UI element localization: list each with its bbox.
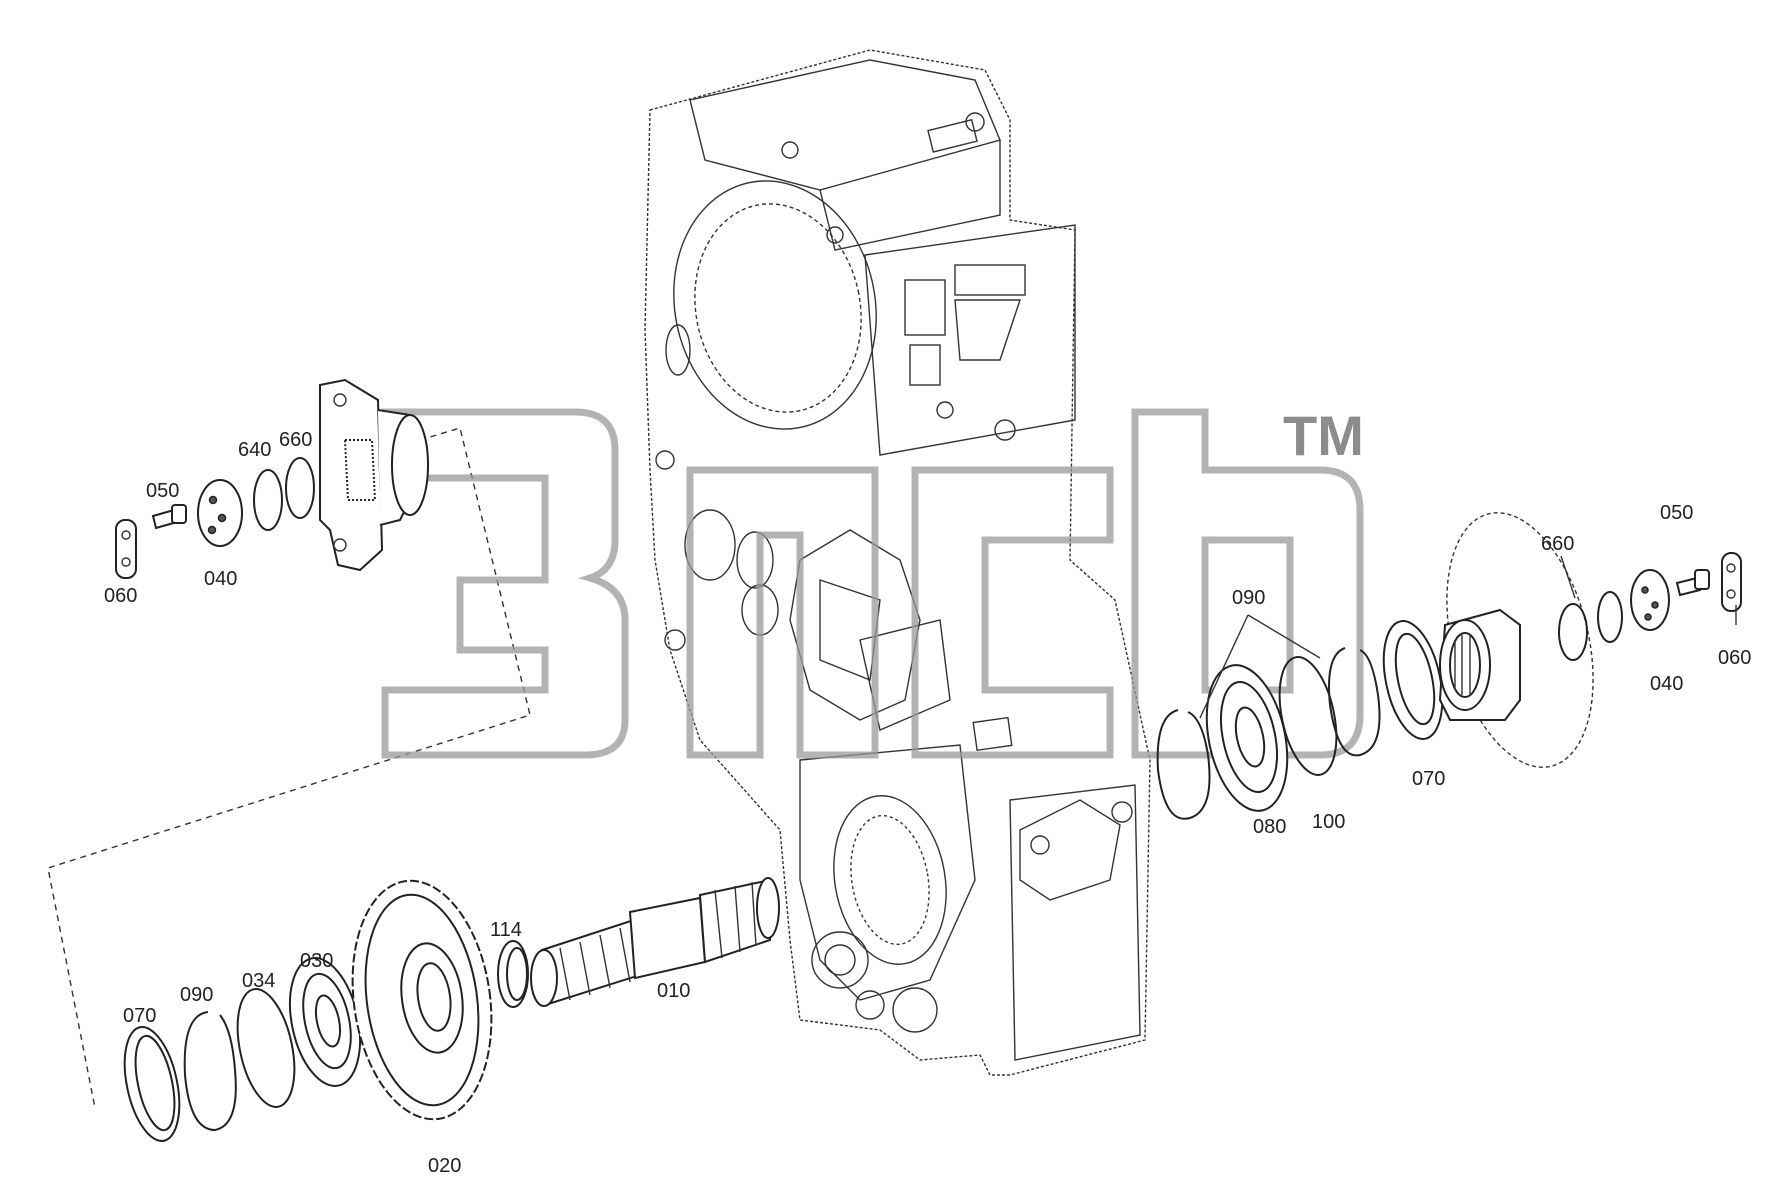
- callout-040-left: 040: [204, 568, 237, 590]
- shim-034: [236, 988, 296, 1108]
- seal-070-left: [123, 1026, 181, 1142]
- callout-060-left: 060: [104, 585, 137, 607]
- callout-660-left: 660: [279, 429, 312, 451]
- callout-010: 010: [657, 980, 690, 1002]
- watermark-logo: TM: [381, 404, 1364, 759]
- leader-lines: [1199, 555, 1737, 719]
- snap-ring-090-left: [183, 1011, 237, 1132]
- assembly-guide-lines: [47, 427, 531, 1109]
- callout-034: 034: [242, 970, 275, 992]
- bolt-050-right: [1675, 569, 1710, 597]
- shim-100: [1278, 656, 1338, 776]
- callout-030: 030: [300, 950, 333, 972]
- callout-070-left: 070: [123, 1005, 156, 1027]
- callout-080: 080: [1253, 816, 1286, 838]
- callout-060-right: 060: [1718, 647, 1751, 669]
- callout-020: 020: [428, 1155, 461, 1177]
- output-flange-right: [1438, 512, 1594, 768]
- trademark-label: TM: [1283, 404, 1364, 467]
- o-ring-660: [285, 457, 315, 519]
- seal-070-right: [1382, 620, 1444, 740]
- output-flange-left: [319, 378, 429, 572]
- washer-040-right: [1630, 569, 1670, 631]
- shaft-010: [530, 877, 780, 1007]
- callout-050-left: 050: [146, 480, 179, 502]
- callout-070-right: 070: [1412, 768, 1445, 790]
- callout-040-right: 040: [1650, 673, 1683, 695]
- o-ring-660-right: [1558, 603, 1588, 661]
- left-lower-parts: [123, 877, 780, 1142]
- o-ring-640: [253, 469, 283, 531]
- callout-640: 640: [238, 439, 271, 461]
- left-upper-parts: [115, 378, 429, 579]
- right-parts: [1156, 512, 1742, 820]
- ring-114: [497, 940, 529, 1008]
- washer-040-left: [197, 479, 243, 547]
- bearing-080: [1205, 664, 1289, 812]
- callout-090-left: 090: [180, 984, 213, 1006]
- o-ring-small-right: [1597, 591, 1623, 643]
- snap-ring-090-right-a: [1156, 709, 1211, 820]
- snap-ring-090-right-b: [1328, 647, 1381, 757]
- bolt-050-left: [151, 504, 187, 530]
- callout-090-right: 090: [1232, 587, 1265, 609]
- lock-plate-060-right: [1721, 552, 1742, 612]
- gear-020: [351, 879, 493, 1121]
- callout-100: 100: [1312, 811, 1345, 833]
- transmission-housing: [644, 49, 1151, 1076]
- callout-050-right: 050: [1660, 502, 1693, 524]
- callout-labels: 060 050 040 640 660 070 090 034 030 020 …: [104, 429, 1751, 1177]
- callout-114: 114: [490, 919, 522, 941]
- callout-660-right: 660: [1541, 533, 1574, 555]
- lock-plate-060-left: [115, 519, 137, 579]
